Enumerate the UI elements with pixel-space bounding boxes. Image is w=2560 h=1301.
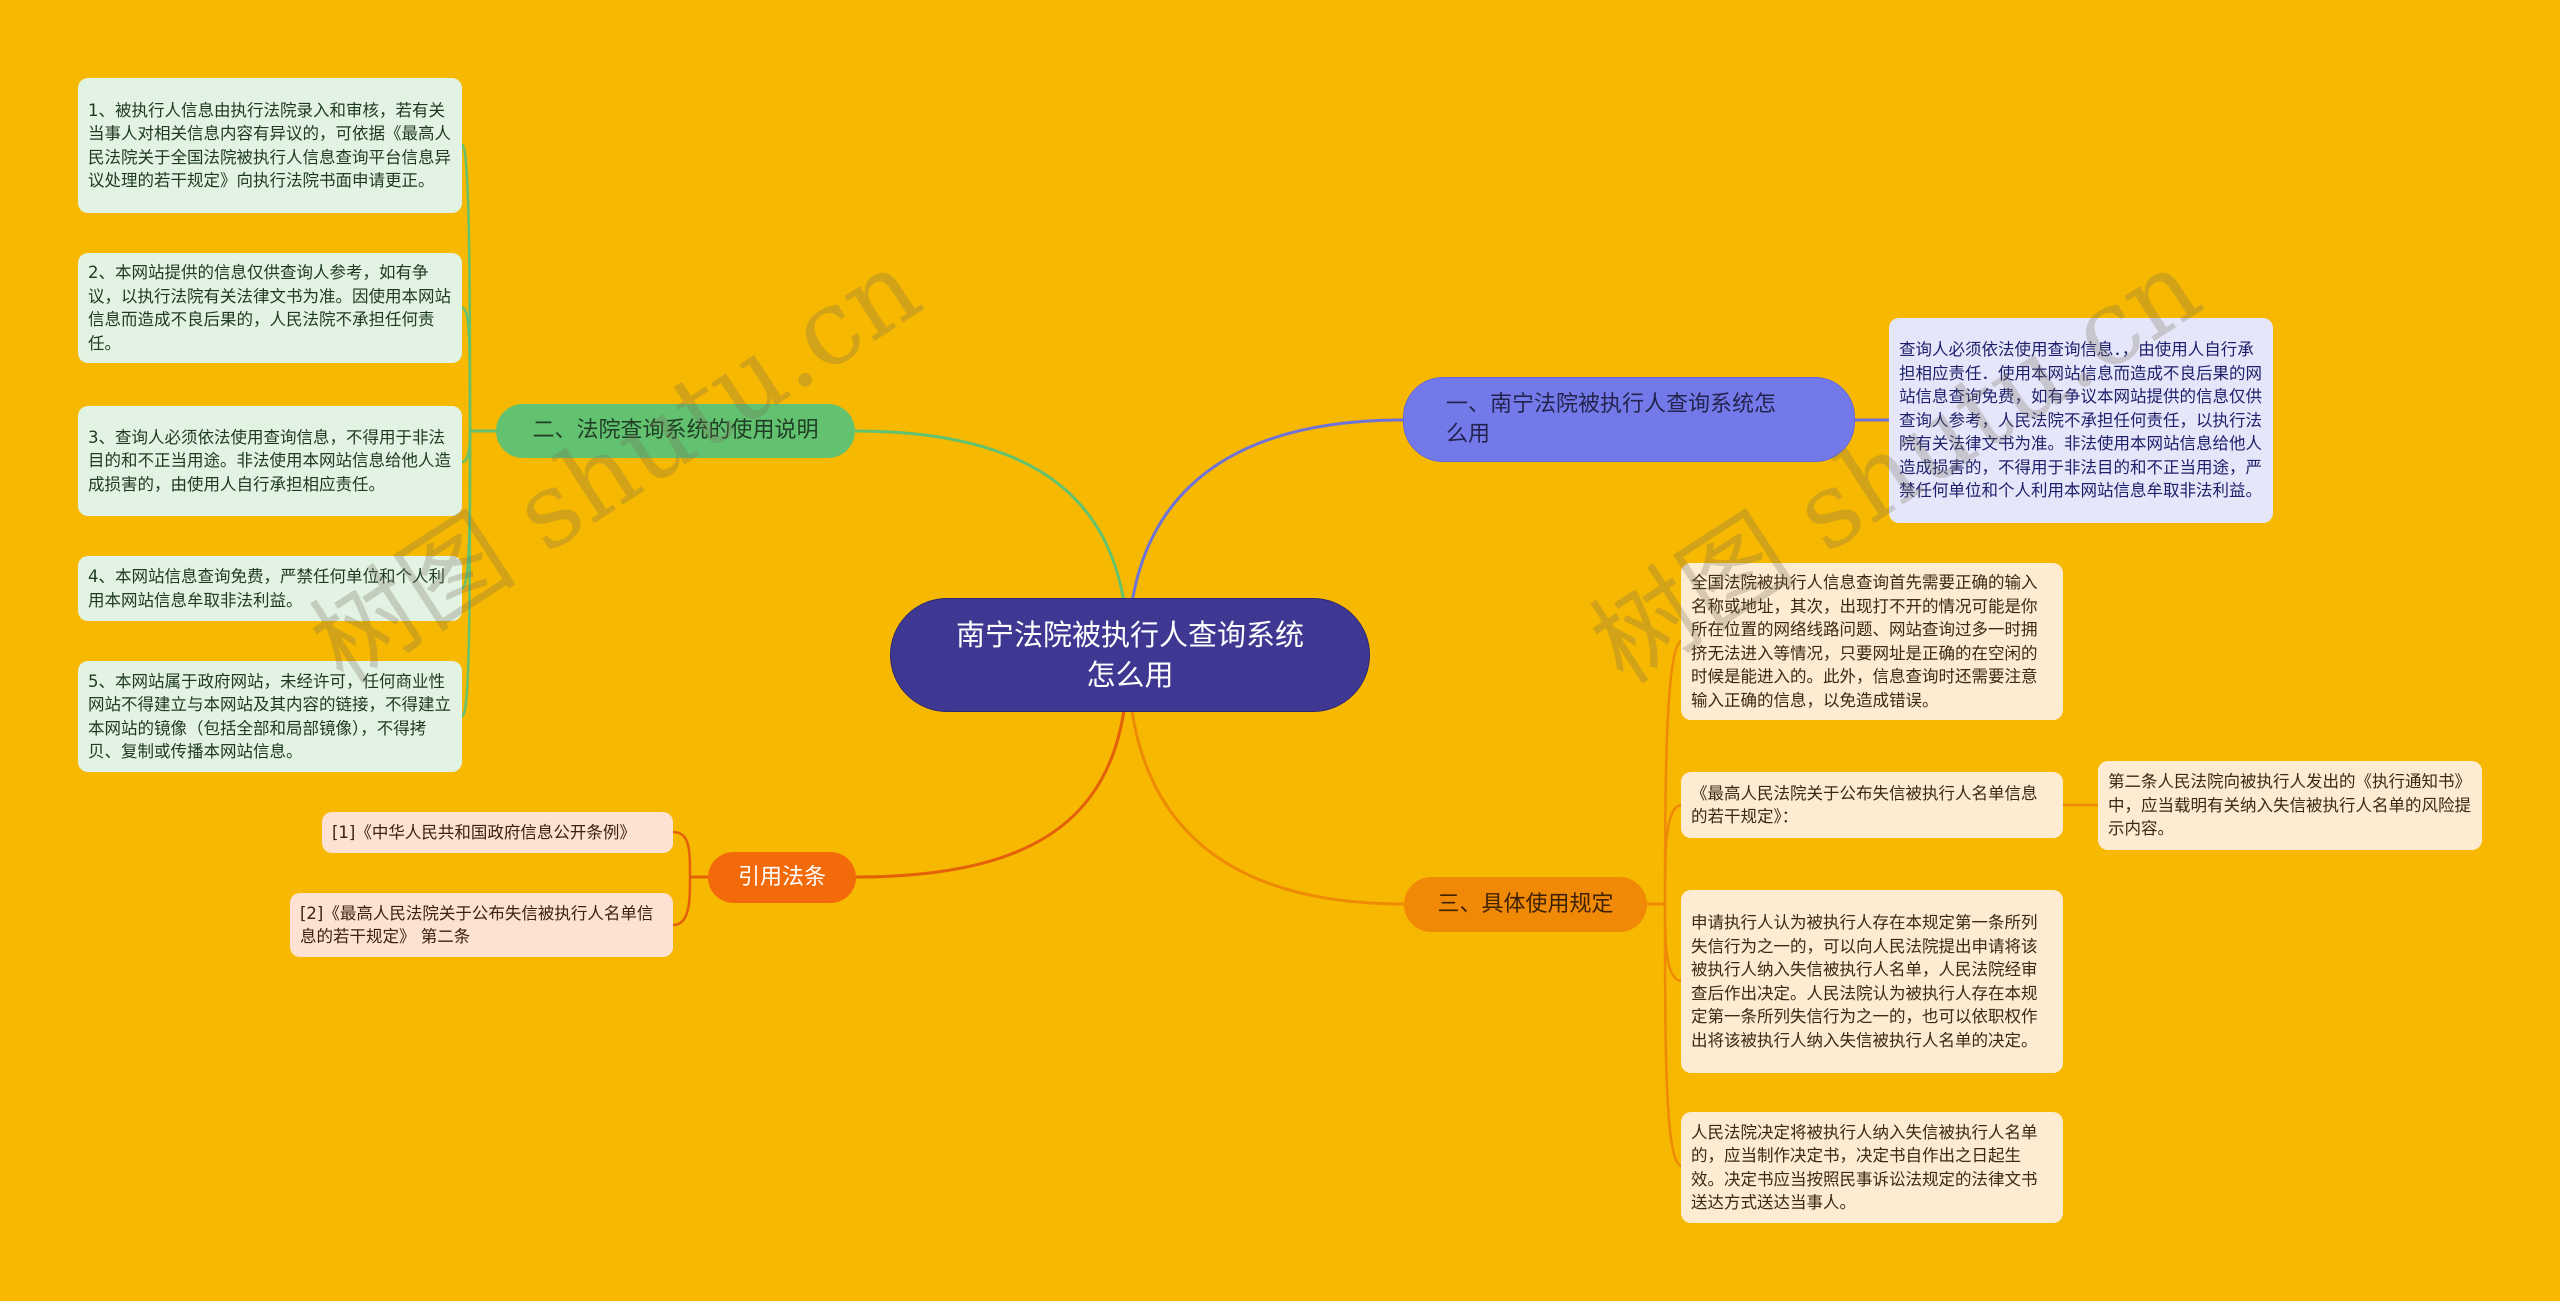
branch-2-item-1-text: 1、被执行人信息由执行法院录入和审核，若有关当事人对相关信息内容有异议的，可依据…: [88, 100, 451, 191]
branch-2-item-4[interactable]: 4、本网站信息查询免费，严禁任何单位和个人利用本网站信息牟取非法利益。: [78, 556, 462, 621]
central-topic-label: 南宁法院被执行人查询系统怎么用: [955, 618, 1304, 692]
branch-1-label: 一、南宁法院被执行人查询系统怎么用: [1446, 391, 1777, 447]
branch-3-item-2-child-text: 第二条人民法院向被执行人发出的《执行通知书》中，应当载明有关纳入失信被执行人名单…: [2108, 772, 2471, 839]
branch-2-item-3[interactable]: 3、查询人必须依法使用查询信息，不得用于非法目的和不正当用途。非法使用本网站信息…: [78, 406, 462, 516]
branch-3-item-2-child[interactable]: 第二条人民法院向被执行人发出的《执行通知书》中，应当载明有关纳入失信被执行人名单…: [2098, 761, 2482, 850]
branch-3-item-2-text: 《最高人民法院关于公布失信被执行人名单信息的若干规定》：: [1691, 783, 2038, 827]
branch-node-4[interactable]: 引用法条: [708, 852, 856, 903]
branch-3-item-2[interactable]: 《最高人民法院关于公布失信被执行人名单信息的若干规定》：: [1681, 772, 2063, 838]
branch-2-item-2[interactable]: 2、本网站提供的信息仅供查询人参考，如有争议，以执行法院有关法律文书为准。因使用…: [78, 253, 462, 363]
branch-3-label: 三、具体使用规定: [1437, 891, 1614, 917]
branch-2-item-3-text: 3、查询人必须依法使用查询信息，不得用于非法目的和不正当用途。非法使用本网站信息…: [88, 427, 451, 494]
branch-node-2[interactable]: 二、法院查询系统的使用说明: [496, 404, 855, 458]
citation-2-text: [2]《最高人民法院关于公布失信被执行人名单信息的若干规定》 第二条: [300, 903, 654, 947]
branch-2-item-1[interactable]: 1、被执行人信息由执行法院录入和审核，若有关当事人对相关信息内容有异议的，可依据…: [78, 78, 462, 213]
citation-1-text: [1]《中华人民共和国政府信息公开条例》: [332, 822, 636, 842]
branch-node-3[interactable]: 三、具体使用规定: [1404, 877, 1647, 932]
branch-2-item-5-text: 5、本网站属于政府网站，未经许可，任何商业性网站不得建立与本网站及其内容的链接，…: [88, 671, 451, 762]
branch-2-item-4-text: 4、本网站信息查询免费，严禁任何单位和个人利用本网站信息牟取非法利益。: [88, 567, 445, 610]
branch-2-item-2-text: 2、本网站提供的信息仅供查询人参考，如有争议，以执行法院有关法律文书为准。因使用…: [88, 263, 451, 353]
branch-2-item-5[interactable]: 5、本网站属于政府网站，未经许可，任何商业性网站不得建立与本网站及其内容的链接，…: [78, 661, 462, 772]
branch-4-label: 引用法条: [737, 864, 826, 890]
branch-3-item-1-text: 全国法院被执行人信息查询首先需要正确的输入名称或地址，其次，出现打不开的情况可能…: [1691, 573, 2038, 710]
branch-3-item-3-text: 申请执行人认为被执行人存在本规定第一条所列失信行为之一的，可以向人民法院提出申请…: [1691, 913, 2038, 1050]
branch-3-item-4[interactable]: 人民法院决定将被执行人纳入失信被执行人名单的，应当制作决定书，决定书自作出之日起…: [1681, 1112, 2063, 1223]
citation-1[interactable]: [1]《中华人民共和国政府信息公开条例》: [322, 812, 673, 853]
branch-node-1[interactable]: 一、南宁法院被执行人查询系统怎么用: [1403, 377, 1855, 462]
branch-3-item-1[interactable]: 全国法院被执行人信息查询首先需要正确的输入名称或地址，其次，出现打不开的情况可能…: [1681, 563, 2063, 720]
branch-1-detail[interactable]: 查询人必须依法使用查询信息．，由使用人自行承担相应责任．使用本网站信息而造成不良…: [1889, 318, 2273, 523]
citation-2[interactable]: [2]《最高人民法院关于公布失信被执行人名单信息的若干规定》 第二条: [290, 893, 673, 957]
branch-1-detail-text: 查询人必须依法使用查询信息．，由使用人自行承担相应责任．使用本网站信息而造成不良…: [1899, 340, 2262, 501]
branch-2-label: 二、法院查询系统的使用说明: [532, 418, 819, 443]
branch-3-item-4-text: 人民法院决定将被执行人纳入失信被执行人名单的，应当制作决定书，决定书自作出之日起…: [1691, 1122, 2038, 1213]
central-topic[interactable]: 南宁法院被执行人查询系统怎么用: [890, 598, 1370, 712]
branch-3-item-3[interactable]: 申请执行人认为被执行人存在本规定第一条所列失信行为之一的，可以向人民法院提出申请…: [1681, 890, 2063, 1073]
